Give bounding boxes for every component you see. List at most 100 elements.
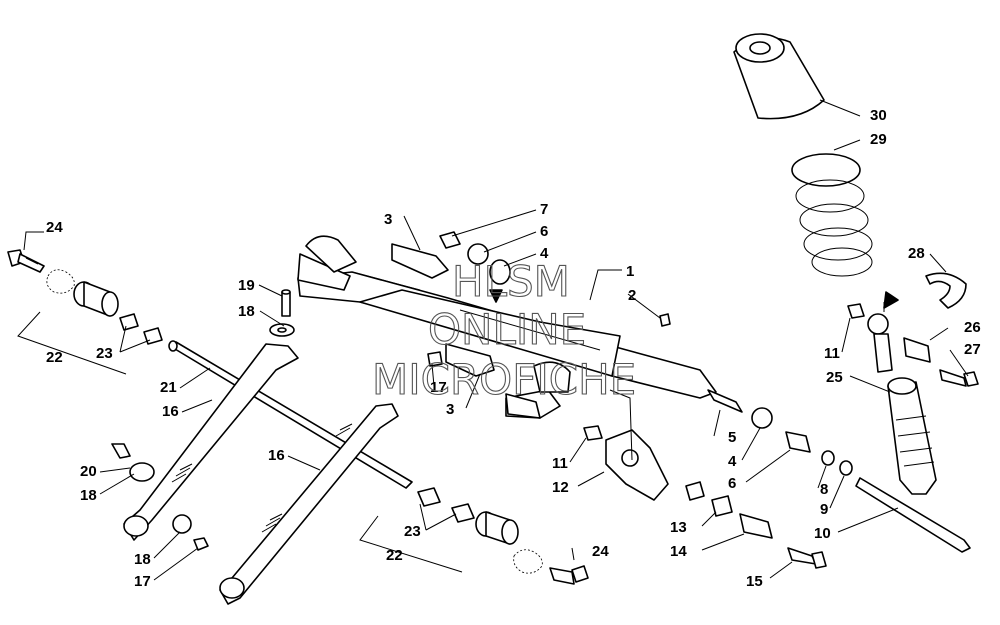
nut-17-center[interactable] [427,351,443,367]
label-29: 29 [870,131,887,148]
a-arm-1[interactable] [297,253,717,399]
boot-30[interactable] [733,33,825,120]
label-3-lower: 3 [446,401,454,418]
arrow-marker-center [489,289,503,303]
label-23-top: 23 [96,345,113,362]
label-28: 28 [908,245,925,262]
bushing-bottom[interactable] [475,511,519,545]
spacer-23-top-a[interactable] [119,313,139,331]
label-16-left: 16 [162,403,179,420]
nut-17-lower[interactable] [193,537,209,551]
nut-11-center[interactable] [583,425,603,441]
nut-7[interactable] [439,231,461,249]
left-arm-assembly [7,249,589,605]
spacer-23-bottom-a[interactable] [417,487,441,507]
arrow-marker-right [883,291,899,309]
bushing-4-right[interactable] [751,407,773,429]
set-screw-2[interactable] [659,313,671,327]
watermark-line-2: ONLINE [428,305,586,354]
label-9: 9 [820,501,828,518]
label-3-upper: 3 [384,211,392,228]
pivot-hardware [583,389,971,569]
spacer-23-bottom-b[interactable] [451,503,475,523]
washer-9[interactable] [839,460,853,476]
retainer-28[interactable] [925,272,967,309]
nut-dashed-top [46,269,75,294]
nut-11-right[interactable] [847,303,865,319]
spacer-23-top-b[interactable] [143,327,163,345]
label-19: 19 [238,277,255,294]
leader-lines [23,99,969,581]
bumper-lower[interactable] [505,393,541,419]
label-5: 5 [728,429,736,446]
bracket-12[interactable] [605,429,669,501]
shock-assembly [733,33,979,495]
spring-29[interactable] [791,153,873,277]
label-22-bottom: 22 [386,547,403,564]
label-27: 27 [964,341,981,358]
label-17-lower: 17 [134,573,151,590]
arm-16-left[interactable] [123,343,299,541]
label-17-center: 17 [430,379,447,396]
label-6-upper: 6 [540,223,548,240]
a-arm-assembly [297,231,717,419]
label-6-lower: 6 [728,475,736,492]
label-1: 1 [626,263,634,280]
label-4-lower: 4 [728,453,737,470]
arm-16-right[interactable] [219,403,399,605]
washer-18-upper[interactable] [269,323,295,337]
bolt-24-bottom[interactable] [549,565,589,585]
label-16-right: 16 [268,447,285,464]
label-13: 13 [670,519,687,536]
label-11-center: 11 [552,455,568,472]
label-11-right: 11 [824,345,840,362]
bracket-22-top [17,311,127,375]
label-4-upper: 4 [540,245,549,262]
washer-18-lower-a[interactable] [129,462,155,482]
spacer-13-a[interactable] [685,481,705,501]
label-12: 12 [552,479,569,496]
label-30: 30 [870,107,887,124]
bracket-22-bottom [359,515,463,573]
bolt-15[interactable] [787,547,827,569]
sleeve-14[interactable] [739,513,773,539]
bolt-20[interactable] [111,443,131,459]
bracket-3-upper[interactable] [391,243,449,279]
bushing-top[interactable] [73,281,119,317]
shock-body-25[interactable] [887,377,937,495]
label-20: 20 [80,463,97,480]
sleeve-6-right[interactable] [785,431,811,453]
watermark-line-3: MICROFICHE [372,355,636,404]
label-2: 2 [628,287,636,304]
watermark: HLSM ONLINE MICROFICHE [371,256,636,404]
bolt-27[interactable] [939,369,979,387]
saddle-upper[interactable] [305,235,357,273]
bracket-3-lower[interactable] [445,343,495,377]
label-25: 25 [826,369,843,386]
label-18-lower: 18 [134,551,151,568]
watermark-line-1: HLSM [452,257,570,306]
part-labels: 1 2 3 3 4 4 5 6 6 7 8 9 10 11 11 12 13 1… [46,107,981,590]
label-24-bottom: 24 [592,543,609,560]
eyelet-top[interactable] [867,313,893,373]
label-18-mid: 18 [80,487,97,504]
washer-8[interactable] [821,450,835,466]
label-21: 21 [160,379,177,396]
washer-6[interactable] [467,243,489,265]
bolt-10[interactable] [855,477,971,553]
shaft-5[interactable] [707,389,743,413]
bolt-24-top[interactable] [7,249,45,273]
label-8: 8 [820,481,828,498]
sleeve-26[interactable] [903,337,931,363]
label-24-top: 24 [46,219,63,236]
spacer-13-b[interactable] [711,495,733,517]
label-7: 7 [540,201,548,218]
label-15: 15 [746,573,763,590]
label-18-upper: 18 [238,303,255,320]
nut-dashed-bottom [513,549,543,574]
label-23-bottom: 23 [404,523,421,540]
label-22-top: 22 [46,349,63,366]
washer-18-lower-b[interactable] [172,514,192,534]
bolt-19[interactable] [281,289,291,317]
